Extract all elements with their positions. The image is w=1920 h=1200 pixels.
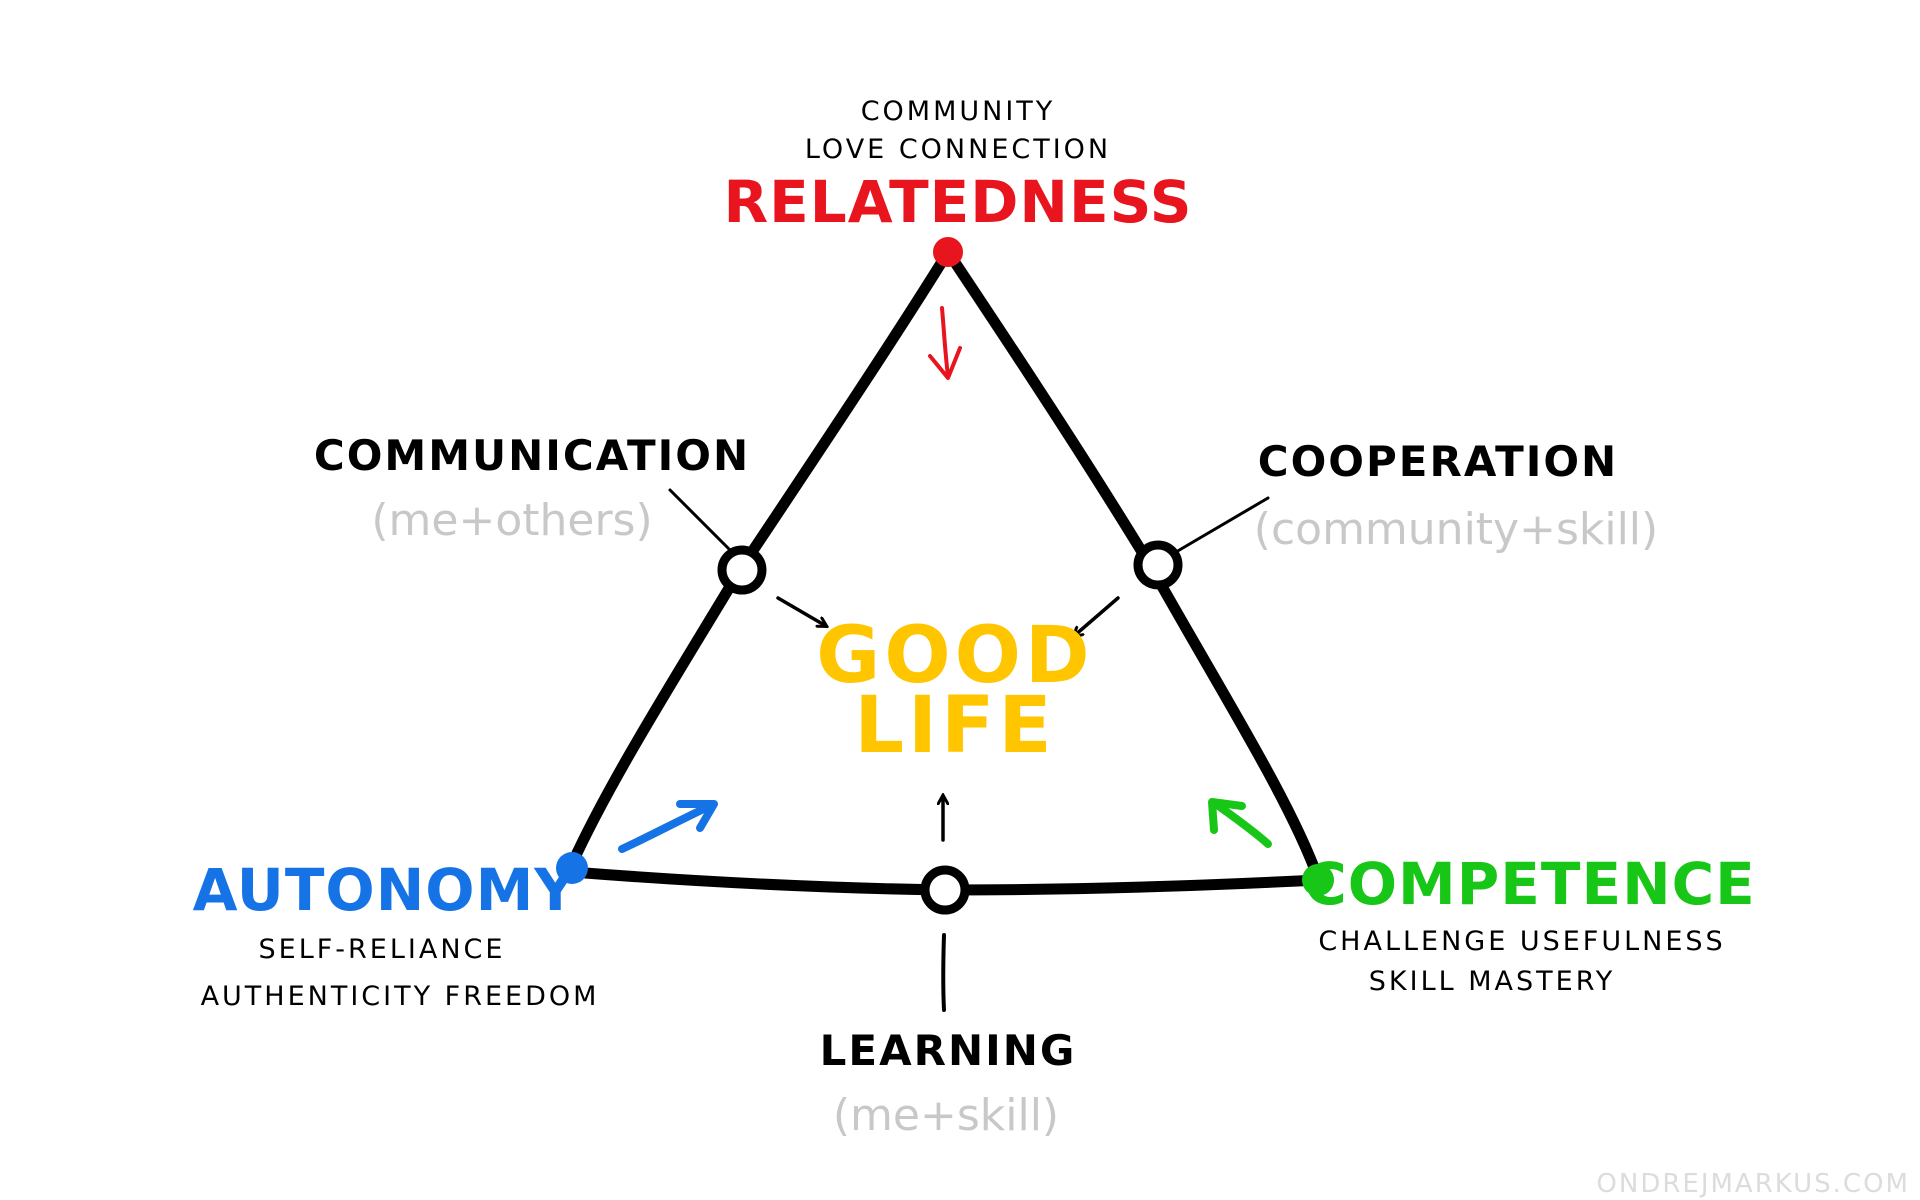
communication-label: COMMUNICATION [314, 431, 750, 480]
competence-keywords-line-1: CHALLENGE USEFULNESS [1318, 926, 1725, 957]
cooperation-arrow-icon [1074, 596, 1120, 636]
communication-node-ring [717, 545, 767, 595]
cooperation-formula: (community+skill) [1254, 504, 1658, 555]
communication-arrow-icon [776, 596, 826, 626]
relatedness-vertex-dot [933, 237, 963, 267]
competence-arrow-icon [1208, 798, 1272, 848]
cooperation-leader-line [1174, 496, 1270, 554]
autonomy-vertex-dot [556, 852, 588, 884]
relatedness-keywords-line-1: COMMUNITY [861, 96, 1056, 127]
autonomy-keywords-line-2: AUTHENTICITY FREEDOM [201, 981, 600, 1012]
cooperation-node-ring [1133, 540, 1183, 590]
triangle-right-edge [942, 246, 1324, 884]
learning-node-ring [920, 865, 970, 915]
relatedness-title: RELATEDNESS [723, 168, 1192, 236]
cooperation-label: COOPERATION [1258, 437, 1618, 486]
good-life-line-1: GOOD [816, 611, 1093, 701]
learning-formula: (me+skill) [833, 1090, 1059, 1141]
relatedness-keywords-line-2: LOVE CONNECTION [805, 134, 1111, 165]
learning-label: LEARNING [820, 1026, 1077, 1075]
communication-leader-line [668, 488, 734, 554]
author-credit: ONDREJMARKUS.COM [1596, 1169, 1910, 1199]
competence-keywords-line-2: SKILL MASTERY [1369, 966, 1615, 997]
competence-vertex-dot [1302, 864, 1334, 896]
relatedness-arrow-icon [928, 306, 962, 380]
autonomy-arrow-icon [618, 800, 718, 853]
communication-formula: (me+others) [371, 495, 652, 546]
learning-leader-line [941, 933, 946, 1012]
autonomy-keywords-line-1: SELF-RELIANCE [259, 934, 506, 965]
good-life-line-2: LIFE [854, 681, 1055, 771]
competence-title: COMPETENCE [1304, 850, 1756, 918]
autonomy-title: AUTONOMY [193, 856, 578, 924]
